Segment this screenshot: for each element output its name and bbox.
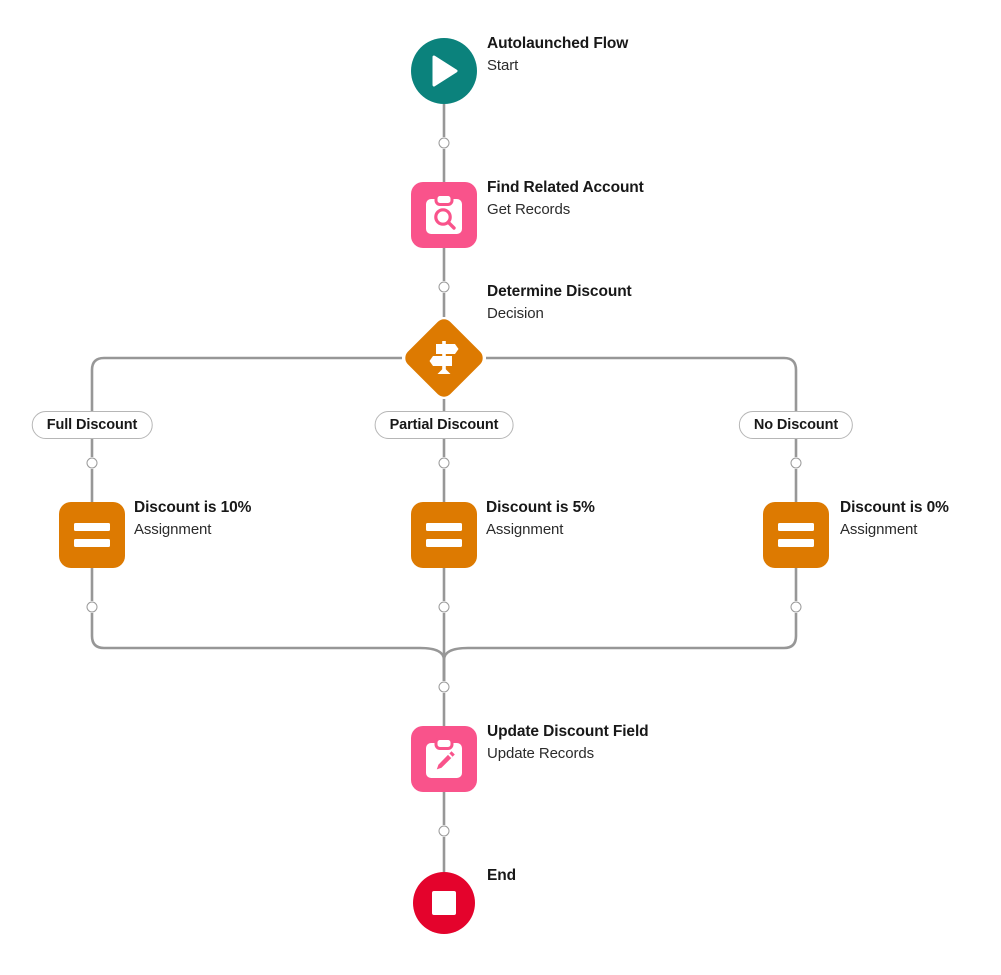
connector-merge-left [90, 613, 446, 681]
node-update-records-title: Update Discount Field [487, 723, 649, 740]
node-update-records-subtitle: Update Records [487, 744, 594, 762]
node-assignment-right-label: Discount is 0% Assignment [840, 500, 949, 537]
node-end[interactable] [413, 872, 475, 934]
start-node-shape[interactable] [411, 38, 477, 104]
equals-icon [426, 523, 462, 547]
node-decision-label: Determine Discount Decision [487, 284, 632, 321]
node-start-subtitle: Start [487, 56, 519, 74]
node-assignment-center-title: Discount is 5% [486, 499, 595, 516]
node-assignment-left-subtitle: Assignment [134, 520, 212, 538]
node-assignment-right-subtitle: Assignment [840, 520, 918, 538]
assignment-center-node-shape[interactable] [411, 502, 477, 568]
branch-label-no-discount[interactable]: No Discount [738, 411, 854, 439]
node-assignment-left-label: Discount is 10% Assignment [134, 500, 251, 537]
assignment-left-node-shape[interactable] [59, 502, 125, 568]
branch-label-full-discount[interactable]: Full Discount [31, 411, 153, 439]
node-decision-title: Determine Discount [487, 283, 632, 300]
connector-decision-to-full-discount [90, 356, 402, 411]
handle-get-records-to-decision[interactable] [438, 281, 450, 293]
node-update-records[interactable] [411, 726, 477, 792]
connector-merge-right [442, 613, 798, 681]
node-get-records[interactable] [411, 182, 477, 248]
node-assignment-right-title: Discount is 0% [840, 499, 949, 516]
handle-full-discount-branch[interactable] [86, 457, 98, 469]
node-assignment-left[interactable] [59, 502, 125, 568]
play-icon [432, 55, 458, 87]
end-node-shape[interactable] [413, 872, 475, 934]
handle-assignment-right-out[interactable] [790, 601, 802, 613]
node-get-records-title: Find Related Account [487, 179, 644, 196]
handle-start-to-get-records[interactable] [438, 137, 450, 149]
handle-assignment-left-out[interactable] [86, 601, 98, 613]
node-start[interactable] [411, 38, 477, 104]
get-records-node-shape[interactable] [411, 182, 477, 248]
node-assignment-center-subtitle: Assignment [486, 520, 564, 538]
node-end-label: End [487, 868, 516, 890]
handle-assignment-center-out[interactable] [438, 601, 450, 613]
assignment-right-node-shape[interactable] [763, 502, 829, 568]
update-records-node-shape[interactable] [411, 726, 477, 792]
node-end-title: End [487, 867, 516, 884]
node-assignment-center[interactable] [411, 502, 477, 568]
node-assignment-right[interactable] [763, 502, 829, 568]
equals-icon [74, 523, 110, 547]
node-get-records-subtitle: Get Records [487, 200, 571, 218]
handle-no-discount-branch[interactable] [790, 457, 802, 469]
signpost-icon [429, 341, 459, 374]
node-assignment-center-label: Discount is 5% Assignment [486, 500, 595, 537]
stop-icon [432, 891, 456, 915]
node-update-records-label: Update Discount Field Update Records [487, 724, 649, 761]
handle-update-records-to-end[interactable] [438, 825, 450, 837]
node-decision-subtitle: Decision [487, 304, 544, 322]
branch-label-partial-discount[interactable]: Partial Discount [374, 411, 514, 439]
node-start-label: Autolaunched Flow Start [487, 36, 628, 73]
node-get-records-label: Find Related Account Get Records [487, 180, 644, 217]
decision-node-shape[interactable] [401, 315, 487, 401]
handle-merge-to-update-records[interactable] [438, 681, 450, 693]
equals-icon [778, 523, 814, 547]
handle-partial-discount-branch[interactable] [438, 457, 450, 469]
node-assignment-left-title: Discount is 10% [134, 499, 252, 516]
node-start-title: Autolaunched Flow [487, 35, 629, 52]
connector-decision-to-no-discount [486, 356, 798, 411]
node-decision[interactable] [401, 315, 487, 401]
clipboard-search-icon [426, 194, 462, 234]
clipboard-pencil-icon [426, 738, 462, 778]
